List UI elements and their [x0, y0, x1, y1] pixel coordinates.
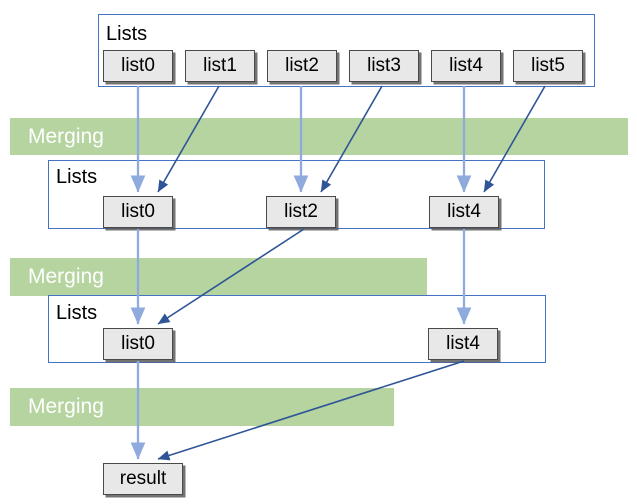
list-node-l2-0[interactable]: list0 [103, 196, 173, 228]
list-node-label: list4 [447, 201, 481, 222]
list-node-l1-4[interactable]: list4 [431, 50, 501, 82]
list-node-label: list0 [121, 333, 155, 354]
merging-band-3: Merging [10, 388, 394, 426]
list-node-l1-5[interactable]: list5 [513, 50, 583, 82]
list-node-label: list4 [446, 333, 480, 354]
list-node-l1-1[interactable]: list1 [185, 50, 255, 82]
lists-caption-level-2: Lists [56, 166, 98, 188]
list-node-l1-2[interactable]: list2 [267, 50, 337, 82]
lists-caption-level-1: Lists [106, 23, 148, 45]
result-node-label: result [119, 468, 167, 489]
merging-band-1: Merging [10, 118, 628, 155]
list-node-l3-0[interactable]: list0 [103, 328, 173, 360]
list-node-l2-2[interactable]: list4 [429, 196, 499, 228]
list-node-l3-1[interactable]: list4 [428, 328, 498, 360]
list-node-l1-3[interactable]: list3 [349, 50, 419, 82]
list-node-label: list1 [203, 55, 237, 76]
list-node-label: list3 [367, 55, 401, 76]
list-node-l2-1[interactable]: list2 [266, 196, 336, 228]
list-node-label: list0 [121, 55, 155, 76]
lists-caption-level-3: Lists [56, 302, 98, 324]
list-node-label: list5 [531, 55, 565, 76]
list-node-l1-0[interactable]: list0 [103, 50, 173, 82]
list-node-label: list0 [121, 201, 155, 222]
merging-band-label: Merging [28, 395, 104, 418]
merging-band-label: Merging [28, 265, 104, 288]
merging-band-label: Merging [28, 124, 104, 148]
list-node-label: list2 [285, 55, 319, 76]
result-node[interactable]: result [103, 463, 183, 495]
list-node-label: list2 [284, 201, 318, 222]
merging-band-2: Merging [10, 258, 427, 296]
list-node-label: list4 [449, 55, 483, 76]
